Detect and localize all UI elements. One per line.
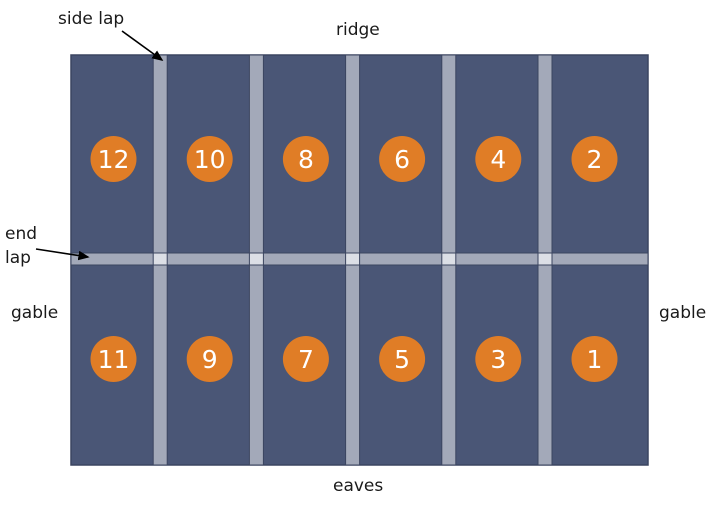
gable-left-label: gable xyxy=(11,303,59,323)
lap-overlap xyxy=(441,252,457,266)
gable-right-label: gable xyxy=(659,303,707,323)
sheet-number: 2 xyxy=(587,145,603,174)
sheet-number: 3 xyxy=(490,345,506,374)
side-lap-arrow xyxy=(121,30,164,61)
end-lap-label: end lap xyxy=(5,222,37,270)
eaves-label: eaves xyxy=(333,476,384,496)
sheet-number-badge xyxy=(90,136,137,182)
lap-overlap xyxy=(537,252,553,266)
sheet-number: 7 xyxy=(298,345,314,374)
sheet-number-badge xyxy=(379,136,426,182)
sheet-number-badge xyxy=(475,136,522,182)
sheet-number: 1 xyxy=(587,345,603,374)
sheet-number-badge xyxy=(186,136,233,182)
sheet-number-badge xyxy=(379,336,426,382)
sheet-number-badge xyxy=(571,136,618,182)
sheet-number-badge xyxy=(475,336,522,382)
lap-overlap xyxy=(248,252,264,266)
lap-overlap xyxy=(345,252,361,266)
sheet-number: 9 xyxy=(202,345,218,374)
sheet-number: 12 xyxy=(98,145,130,174)
end-lap-label-line1: end xyxy=(5,224,38,244)
sheet-number: 6 xyxy=(394,145,410,174)
side-lap-label: side lap xyxy=(58,9,125,29)
sheet-number: 4 xyxy=(490,145,506,174)
sheet-number: 10 xyxy=(194,145,226,174)
sheet-number-badge xyxy=(90,336,137,382)
sheet-number: 11 xyxy=(98,345,130,374)
roof-area: 12 10 8 6 4 2 11 9 7 5 3 1 xyxy=(70,54,649,466)
end-lap-label-line2: lap xyxy=(5,248,31,268)
sheet-number: 8 xyxy=(298,145,314,174)
sheet-number-badge xyxy=(282,336,329,382)
ridge-label: ridge xyxy=(336,20,380,40)
sheet-number-badge xyxy=(571,336,618,382)
lap-overlap xyxy=(152,252,168,266)
end-lap-arrow xyxy=(35,248,90,261)
sheet-number-badge xyxy=(186,336,233,382)
sheet-number-badge xyxy=(282,136,329,182)
sheet-number: 5 xyxy=(394,345,410,374)
